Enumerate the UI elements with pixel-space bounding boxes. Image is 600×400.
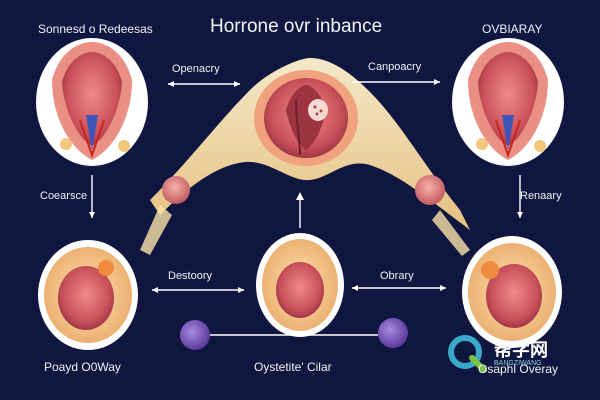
arrow-center-up	[296, 192, 304, 228]
follicle-bottom-left	[38, 240, 138, 350]
arrow-top-right	[352, 79, 440, 85]
label-left-middle: Coearsce	[40, 190, 88, 202]
central-uterus	[254, 70, 358, 166]
label-arrow-top-right: Canpoacry	[368, 61, 422, 73]
right-ovary-bud	[415, 175, 445, 205]
label-bottom-right: Osaphl Overay	[478, 362, 559, 376]
label-top-left: Sonnesd o Redeesas	[38, 22, 153, 36]
arrow-bottom-left	[152, 287, 244, 293]
label-arrow-bottom-right: Obrary	[380, 270, 414, 282]
label-arrow-top-left: Openacry	[172, 63, 220, 75]
watermark-brand: 帮字网	[494, 340, 548, 360]
follicle-bottom-center	[256, 233, 344, 337]
arrow-right-down	[517, 175, 523, 218]
left-ovary-bud	[162, 176, 190, 204]
arrow-top-left	[168, 81, 240, 87]
label-bottom-left: Poayd O0Way	[44, 360, 121, 374]
watermark-q-icon	[448, 335, 487, 373]
label-right-middle: Renaary	[520, 190, 562, 202]
left-lavender-blob	[180, 320, 210, 350]
label-top-right: OVBIARAY	[482, 22, 543, 36]
page-title: Horrone ovr inbance	[210, 16, 383, 37]
uterus-top-right	[452, 38, 564, 166]
label-arrow-bottom-left: Destoory	[168, 270, 213, 282]
uterus-top-left	[36, 38, 148, 166]
arrow-left-down	[89, 175, 95, 218]
label-bottom-center: Oystetite' Cilar	[254, 360, 332, 374]
follicle-bottom-right	[462, 236, 562, 348]
watermark-sub: BANGZIWANG	[494, 360, 542, 367]
flow-arrows	[89, 79, 523, 336]
arrow-bottom-right	[352, 285, 446, 291]
right-lavender-blob	[378, 318, 408, 348]
